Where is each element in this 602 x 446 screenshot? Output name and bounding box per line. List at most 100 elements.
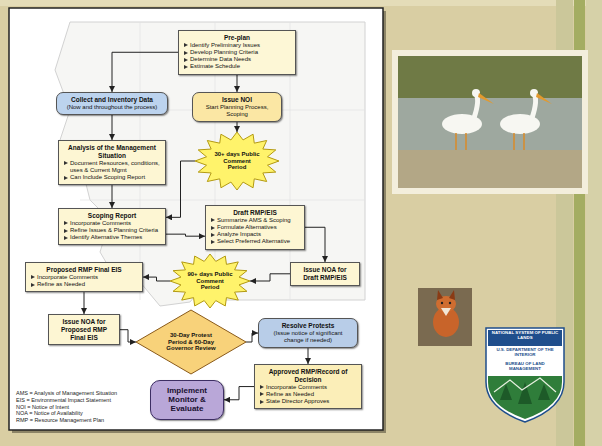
flow-arrow [143,277,170,281]
slide-band [0,0,602,6]
list-item: Formulate Alternatives [210,224,300,231]
box-heading: Collect and Inventory Data [61,96,163,104]
list-item: Determine Data Needs [183,56,291,63]
flow-arrow [224,387,254,400]
process-box: Proposed RMP Final EISIncorporate Commen… [25,262,143,292]
pelican [500,89,552,150]
bullet-marker [64,176,68,180]
shape-text-holder: 30+ days Public Comment Period [214,151,260,171]
list-item: Analyze Impacts [210,231,300,238]
box-heading: 30-Day Protest Period & 60-Day Governor … [162,332,220,352]
logo-text: NATIONAL SYSTEM OF PUBLIC LANDS [489,331,561,341]
box-note: (Issue notice of significant change if n… [263,330,353,344]
box-heading: Approved RMP/Record of Decision [259,368,357,384]
flow-arrow [246,333,258,342]
blm-logo [486,328,564,422]
bullet-marker [64,161,68,165]
abbreviation-note: NOA = Notice of Availability [16,410,144,416]
flow-arrow [112,185,113,208]
flow-arrow [120,330,136,342]
bullet-marker [64,221,68,225]
logo-text: BUREAU OF LAND MANAGEMENT [489,362,561,372]
bullet-marker [211,226,215,230]
flow-arrow [166,161,195,217]
comment-burst: 30+ days Public Comment Period [195,132,279,190]
process-box: Scoping ReportIncorporate CommentsRefine… [58,208,166,245]
terminal-box: Implement Monitor & Evaluate [150,380,224,420]
flow-arrow [112,115,113,140]
starburst-shape [170,254,250,308]
flow-arrow [237,75,238,92]
pelican-photo [392,50,588,194]
bullet-marker [211,240,215,244]
box-heading: Issue NOI [197,96,277,104]
flow-arrow [305,227,325,262]
abbreviation-note: RMP = Resource Management Plan [16,417,144,423]
shape-text-holder: 30-Day Protest Period & 60-Day Governor … [162,332,220,352]
list-item: Select Preferred Alternative [210,238,300,245]
list-item: Document Resources, conditions, uses & C… [63,160,161,174]
photo-shore [398,150,582,188]
abbreviation-note: EIS = Environmental Impact Statement [16,397,144,403]
process-box: Issue NOA for Draft RMP/EIS [290,262,360,286]
box-heading: Issue NOA for Proposed RMP Final EIS [53,318,115,341]
side-stripe [586,0,602,446]
diagram-panel [9,8,383,430]
box-note: (Now and throughout the process) [61,104,163,111]
pelican [442,89,494,150]
flow-arrow [237,122,238,132]
bullet-marker [211,218,215,222]
bullet-marker [184,58,188,62]
bullet-marker [31,283,35,287]
logo-text: U.S. DEPARTMENT OF THE INTERIOR [489,348,561,358]
bullet-marker [211,233,215,237]
list-item: Estimate Schedule [183,63,291,70]
process-box: Issue NOIStart Planning Process, Scoping [192,92,282,122]
box-heading: Analysis of the Management Situation [63,144,161,160]
list-item: Develop Planning Criteria [183,49,291,56]
flow-arrow [166,234,205,236]
list-item: Can Include Scoping Report [63,174,161,181]
box-heading: 90+ days Public Comment Period [187,271,233,291]
bullet-marker [64,229,68,233]
flow-arrow [308,348,309,364]
bullet-marker [260,400,264,404]
list-item: Refine Issues & Planning Criteria [63,227,161,234]
list-item: State Director Approves [259,398,357,405]
box-note: Start Planning Process, Scoping [197,104,277,118]
flow-arrow [84,292,85,314]
list-item: Incorporate Comments [30,274,138,281]
bullet-marker [184,43,188,47]
box-heading: Draft RMP/EIS [210,209,300,217]
bullet-marker [260,392,264,396]
list-item: Identify Preliminary Issues [183,42,291,49]
process-box: Pre-planIdentify Preliminary IssuesDevel… [178,30,296,75]
list-item: Identify Alternative Themes [63,234,161,241]
list-item: Incorporate Comments [63,220,161,227]
box-heading: 30+ days Public Comment Period [214,151,260,171]
diamond-shape [136,310,246,374]
fox-photo [418,288,472,346]
box-heading: Proposed RMP Final EIS [30,266,138,274]
box-heading: Scoping Report [63,212,161,220]
bullet-marker [184,65,188,69]
list-item: Refine as Needed [30,281,138,288]
process-box: Approved RMP/Record of DecisionIncorpora… [254,364,362,409]
starburst-shape [195,132,279,190]
bullet-marker [260,385,264,389]
box-heading: Pre-plan [183,34,291,42]
bullet-marker [64,236,68,240]
flow-arrow [250,274,290,281]
list-item: Incorporate Comments [259,384,357,391]
process-box: Resolve Protests(Issue notice of signifi… [258,318,358,348]
abbreviation-note: NOI = Notice of Intent [16,404,144,410]
photo-frame [392,50,588,194]
photo-grass [398,56,582,98]
box-heading: Issue NOA for Draft RMP/EIS [295,266,355,282]
decision-diamond: 30-Day Protest Period & 60-Day Governor … [136,310,246,374]
bullet-marker [184,51,188,55]
box-heading: Implement Monitor & Evaluate [155,386,219,414]
data-box: Collect and Inventory Data(Now and throu… [56,92,168,115]
